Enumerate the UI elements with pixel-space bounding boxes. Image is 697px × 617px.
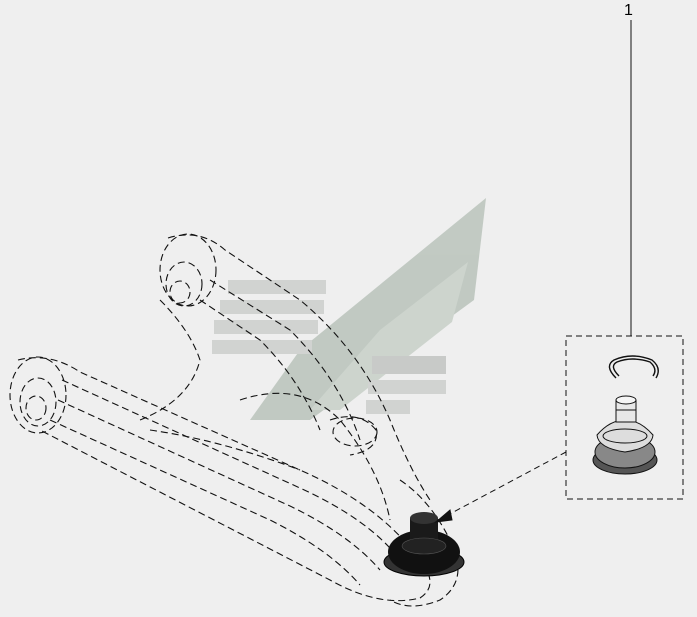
- ball-joint-part: [592, 395, 658, 475]
- retaining-ring: [608, 355, 659, 379]
- callout-number: 1: [624, 2, 633, 19]
- watermark-logo: [212, 198, 486, 420]
- control-arm-outline: [9, 233, 459, 607]
- installed-ball-joint: [383, 512, 465, 577]
- leader-line: [434, 451, 567, 523]
